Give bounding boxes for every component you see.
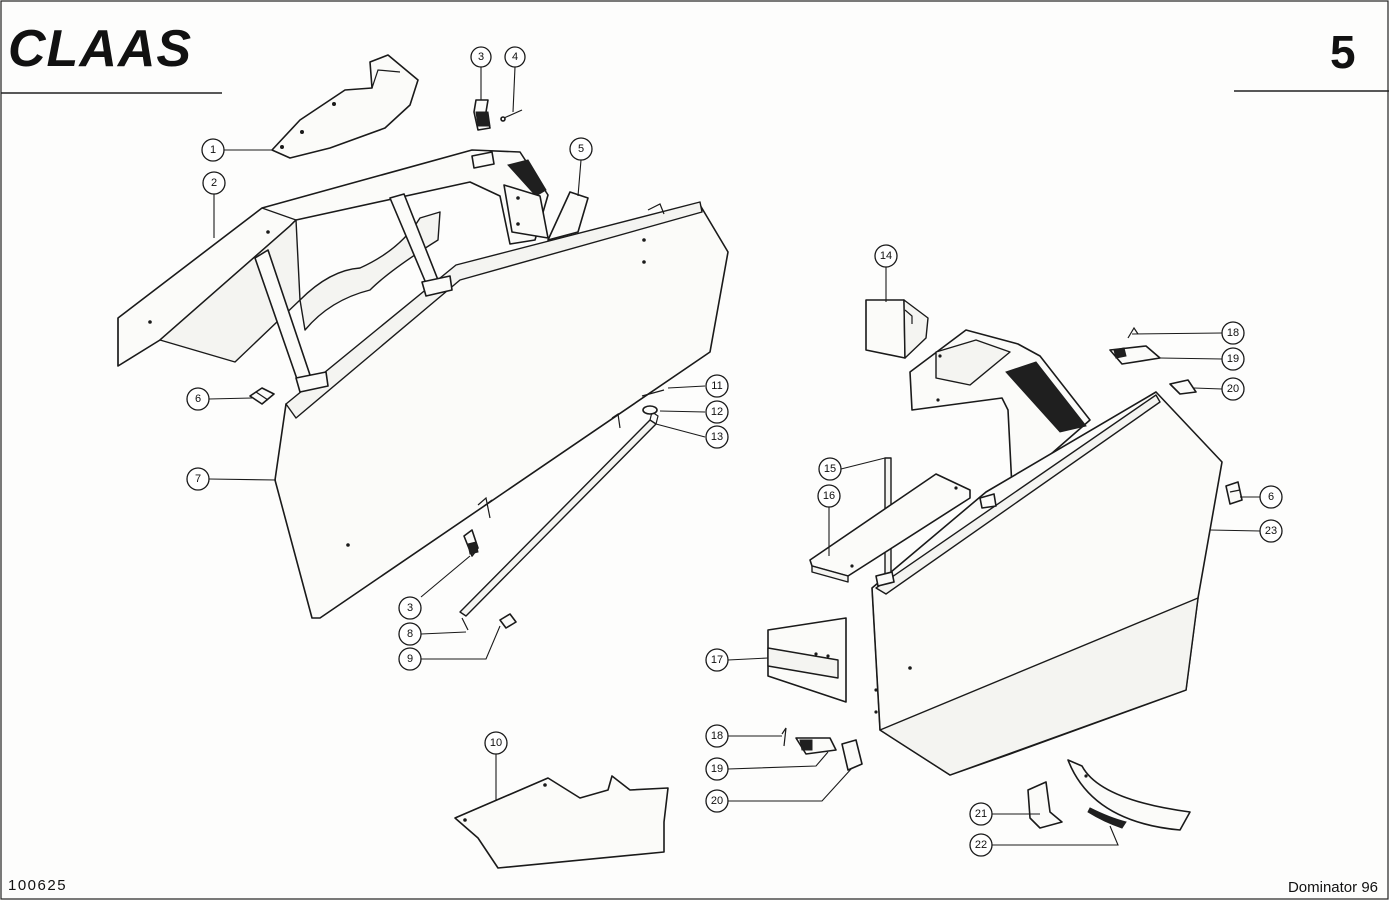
svg-text:6: 6 <box>1268 491 1274 503</box>
svg-text:13: 13 <box>711 431 723 443</box>
svg-text:6: 6 <box>195 393 201 405</box>
part-16-channel <box>809 473 971 583</box>
part-6-hinge-right <box>1225 481 1243 505</box>
svg-text:18: 18 <box>1227 327 1239 339</box>
callout-10: 10 <box>484 731 508 755</box>
svg-text:19: 19 <box>1227 353 1239 365</box>
part-10-lower-shield <box>454 775 669 869</box>
callout-6-right: 6 <box>1259 485 1283 509</box>
part-23-right-housing <box>871 391 1223 776</box>
svg-text:11: 11 <box>711 380 722 392</box>
part-8-pin <box>461 617 469 631</box>
svg-text:20: 20 <box>711 795 723 807</box>
part-17-plate <box>767 617 847 703</box>
callout-23: 23 <box>1259 519 1283 543</box>
callout-19-upper: 19 <box>1221 347 1245 371</box>
svg-text:3: 3 <box>478 51 484 63</box>
callout-11: 11 <box>705 374 729 398</box>
part-11-split-pin <box>641 389 665 397</box>
callout-8: 8 <box>398 622 422 646</box>
svg-text:2: 2 <box>211 177 217 189</box>
part-9-clip <box>499 613 517 629</box>
part-18-pin-upper <box>1127 326 1139 339</box>
callout-6-left: 6 <box>186 387 210 411</box>
part-3-latch-top <box>473 99 491 131</box>
callout-12: 12 <box>705 400 729 424</box>
svg-text:3: 3 <box>407 602 413 614</box>
leader-lines <box>208 66 1261 846</box>
part-12-washer <box>642 405 658 415</box>
brand-logo: CLAAS <box>8 20 192 78</box>
part-1-bracket <box>271 54 419 159</box>
part-21-bracket <box>1027 781 1063 829</box>
svg-text:15: 15 <box>824 463 836 475</box>
callout-18-lower: 18 <box>705 724 729 748</box>
callout-19-lower: 19 <box>705 757 729 781</box>
svg-text:10: 10 <box>490 737 502 749</box>
callout-13: 13 <box>705 425 729 449</box>
svg-text:5: 5 <box>578 143 584 155</box>
part-14-bracket <box>865 299 929 359</box>
part-3-latch-lower <box>463 529 479 557</box>
callout-4: 4 <box>504 46 526 68</box>
callout-1: 1 <box>201 138 225 162</box>
part-20-catch-upper <box>1169 379 1197 395</box>
part-19-latch-lower <box>795 737 837 755</box>
callout-18-upper: 18 <box>1221 321 1245 345</box>
callout-16: 16 <box>817 484 841 508</box>
svg-text:18: 18 <box>711 730 723 742</box>
part-7-side-panel <box>274 201 729 619</box>
callout-15: 15 <box>818 457 842 481</box>
part-4-pin <box>500 109 523 122</box>
svg-text:22: 22 <box>975 839 987 851</box>
callout-9: 9 <box>398 647 422 671</box>
part-18-pin-lower <box>781 727 787 747</box>
callout-5: 5 <box>569 137 593 161</box>
svg-text:8: 8 <box>407 628 413 640</box>
part-2-top-frame <box>117 149 549 383</box>
page-number: 5 <box>1330 26 1356 78</box>
svg-text:12: 12 <box>711 406 723 418</box>
svg-text:23: 23 <box>1265 525 1277 537</box>
drawing-number: 100625 <box>8 877 67 894</box>
callout-20-lower: 20 <box>705 789 729 813</box>
svg-text:CLAAS: CLAAS <box>8 20 192 78</box>
callout-21: 21 <box>969 802 993 826</box>
callout-20-upper: 20 <box>1221 377 1245 401</box>
svg-text:1: 1 <box>210 144 216 156</box>
part-20-catch-lower <box>841 739 863 771</box>
callout-14: 14 <box>874 244 898 268</box>
svg-text:19: 19 <box>711 763 723 775</box>
svg-text:4: 4 <box>512 51 518 63</box>
part-6-hinge-left <box>249 387 275 405</box>
part-5-plate <box>547 191 589 241</box>
callout-2: 2 <box>202 171 226 195</box>
svg-text:9: 9 <box>407 653 413 665</box>
upper-right-housing <box>909 329 1091 489</box>
callout-3-top: 3 <box>470 46 492 68</box>
svg-text:16: 16 <box>823 490 835 502</box>
svg-text:17: 17 <box>711 654 723 666</box>
part-19-latch-upper <box>1109 345 1161 365</box>
svg-text:7: 7 <box>195 473 201 485</box>
callout-3-lower: 3 <box>398 596 422 620</box>
svg-text:14: 14 <box>880 250 892 262</box>
callout-7: 7 <box>186 467 210 491</box>
svg-text:21: 21 <box>975 808 987 820</box>
callout-22: 22 <box>969 833 993 857</box>
part-22-curved-guard <box>1067 759 1191 831</box>
model-name: Dominator 96 <box>1288 879 1378 896</box>
svg-text:20: 20 <box>1227 383 1239 395</box>
callout-17: 17 <box>705 648 729 672</box>
